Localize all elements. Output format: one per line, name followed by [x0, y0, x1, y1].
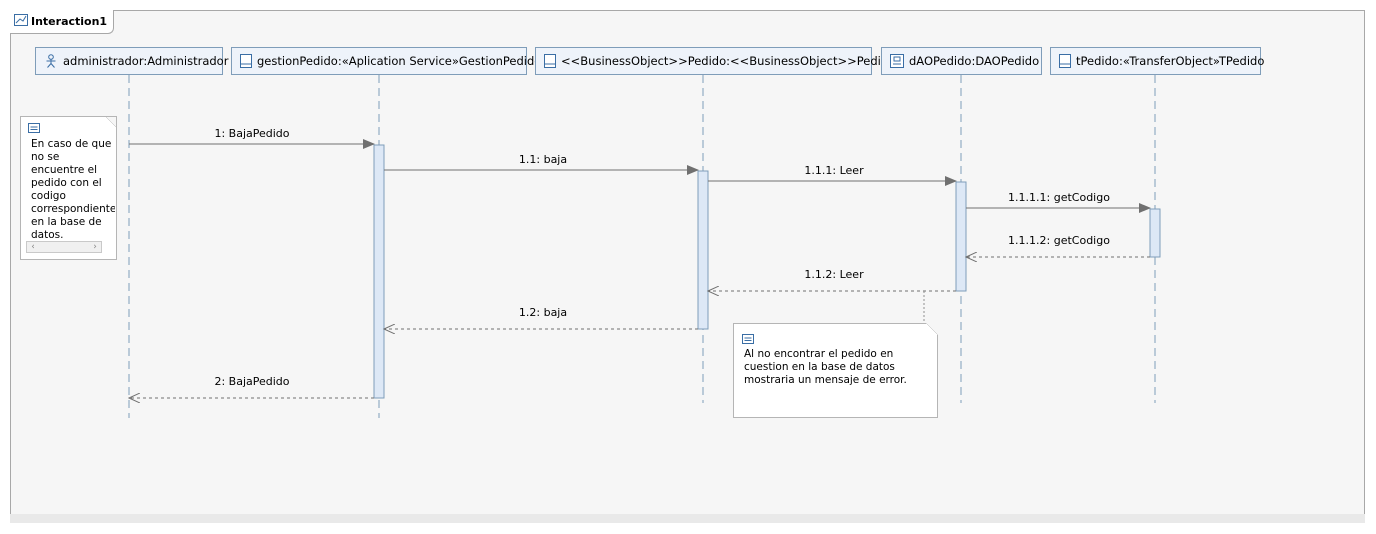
- message-label-1-1-2: 1.1.2: Leer: [804, 268, 864, 281]
- note-mensaje-error[interactable]: Al no encontrar el pedido en cuestion en…: [733, 323, 938, 418]
- actor-icon: [44, 54, 58, 68]
- activation-bar-pedido[interactable]: [697, 170, 709, 330]
- frame-title: Interaction1: [31, 15, 108, 28]
- lifeline-label-pedido: <<BusinessObject>>Pedido:<<BusinessObjec…: [561, 54, 896, 68]
- note-text: Al no encontrar el pedido en cuestion en…: [744, 348, 907, 386]
- interaction-frame: [10, 10, 1365, 523]
- activation-bar-tPedido[interactable]: [1149, 208, 1161, 258]
- note-text: En caso de que no se encuentre el pedido…: [31, 138, 115, 241]
- chevron-left-icon[interactable]: ‹: [31, 242, 35, 252]
- lifeline-head-pedido[interactable]: <<BusinessObject>>Pedido:<<BusinessObjec…: [535, 47, 895, 75]
- lifeline-head-gestionPedido[interactable]: gestionPedido:«Aplication Service»Gestio…: [231, 47, 541, 75]
- frame-bottom-strip: [10, 514, 1365, 523]
- lifeline-label-tPedido: tPedido:«TransferObject»TPedido: [1076, 54, 1265, 68]
- lifeline-head-dAOPedido[interactable]: dAOPedido:DAOPedido: [881, 47, 1042, 75]
- lifeline-label-administrador: administrador:Administrador: [63, 54, 229, 68]
- chevron-right-icon[interactable]: ›: [93, 242, 97, 252]
- message-label-1-1-1: 1.1.1: Leer: [804, 164, 864, 177]
- note-icon: [742, 334, 754, 347]
- lifeline-label-gestionPedido: gestionPedido:«Aplication Service»Gestio…: [257, 54, 542, 68]
- lifeline-head-tPedido[interactable]: tPedido:«TransferObject»TPedido: [1050, 47, 1265, 75]
- message-label-1-1-1-2: 1.1.1.2: getCodigo: [1008, 234, 1110, 247]
- lifeline-label-dAOPedido: dAOPedido:DAOPedido: [909, 54, 1040, 68]
- component-icon: [890, 54, 904, 68]
- class-icon: [240, 54, 252, 68]
- note-icon: [28, 123, 40, 136]
- lifeline-head-administrador[interactable]: administrador:Administrador: [35, 47, 228, 75]
- note-fold-corner: [926, 323, 938, 335]
- message-label-1: 1: BajaPedido: [214, 127, 290, 140]
- interaction-frame-icon: [14, 14, 28, 29]
- message-label-2: 2: BajaPedido: [214, 375, 290, 388]
- frame-title-tab[interactable]: Interaction1: [10, 10, 115, 34]
- class-icon: [1059, 54, 1071, 68]
- message-label-1-1: 1.1: baja: [518, 153, 568, 166]
- message-label-1-1-1-1: 1.1.1.1: getCodigo: [1008, 191, 1110, 204]
- activation-bar-gestionPedido[interactable]: [373, 144, 385, 399]
- note-horizontal-scrollbar[interactable]: ‹ ›: [26, 241, 102, 253]
- note-fold-corner: [105, 117, 116, 128]
- message-label-1-2: 1.2: baja: [518, 306, 568, 319]
- note-no-encontrado[interactable]: En caso de que no se encuentre el pedido…: [20, 116, 117, 260]
- class-icon: [544, 54, 556, 68]
- activation-bar-dAOPedido[interactable]: [955, 181, 967, 292]
